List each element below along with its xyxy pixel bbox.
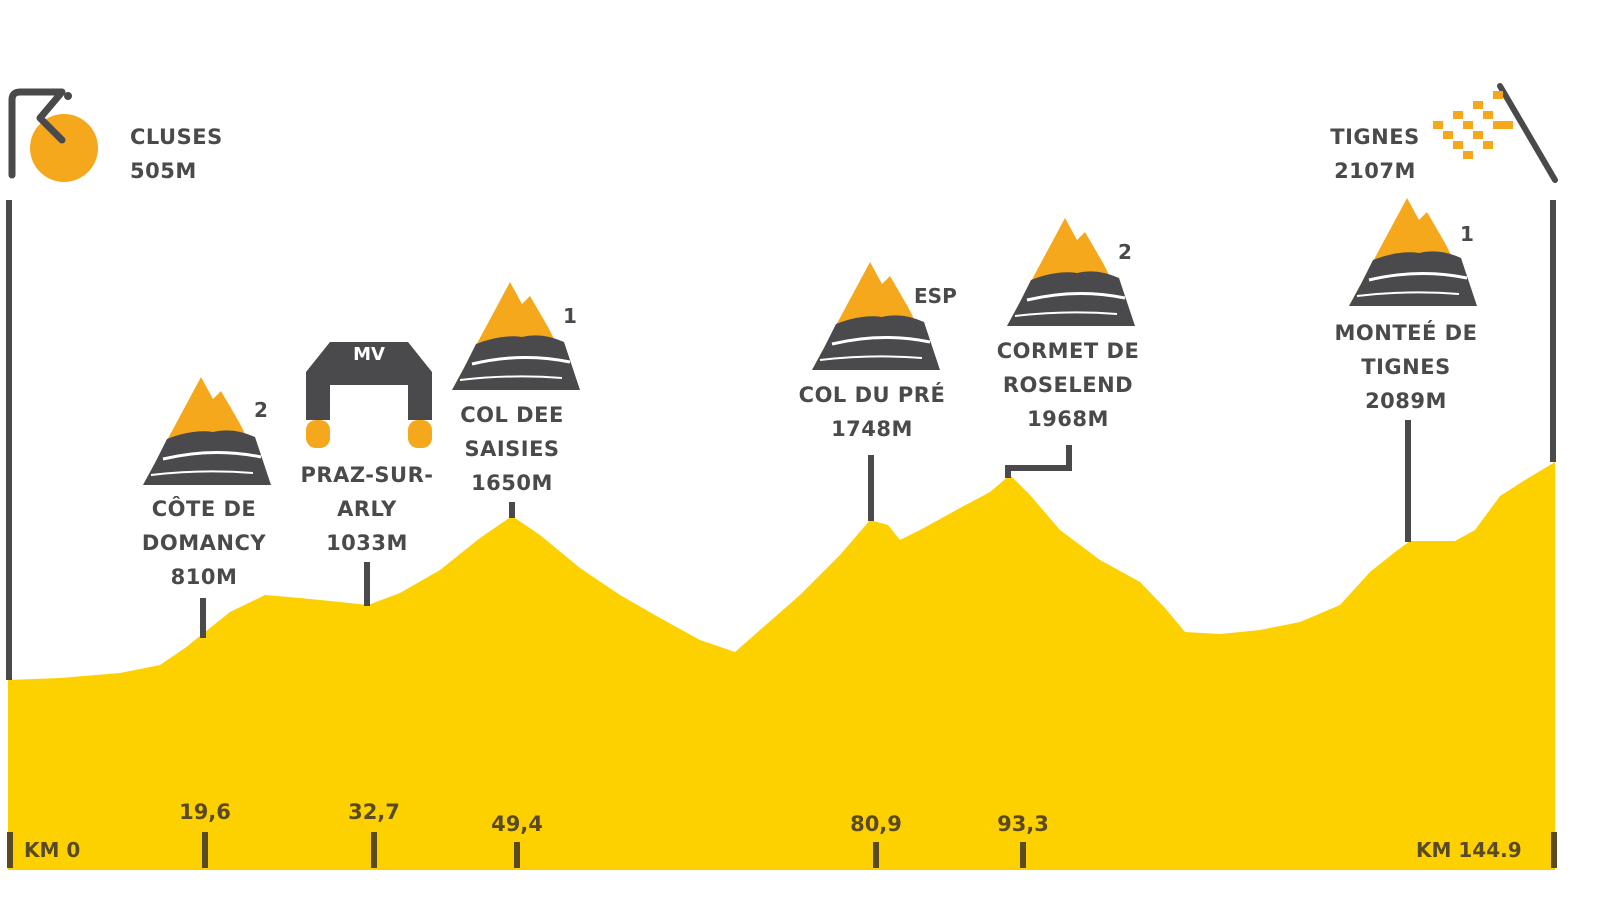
- climb-cat2-icon: [141, 375, 273, 487]
- climb-esp-icon: [810, 260, 942, 372]
- pin-saisies: [509, 502, 515, 518]
- start-cyclist-sun-icon: [8, 88, 98, 182]
- climb-name: MONTEÉ DE: [1334, 321, 1478, 345]
- climb-altitude: 1033M: [326, 531, 408, 555]
- climb-label-roselend: CORMET DE ROSELEND 1968M: [997, 334, 1140, 436]
- climb-altitude: 1968M: [1027, 407, 1109, 431]
- pin-praz: [364, 562, 370, 606]
- climb-name: COL DU PRÉ: [798, 383, 946, 407]
- climb-altitude: 810M: [170, 565, 238, 589]
- elevation-area: [8, 462, 1555, 870]
- tick-80-9: [873, 842, 879, 868]
- pin-domancy: [200, 598, 206, 638]
- climb-cat1-icon: [1347, 196, 1479, 308]
- climb-label-col-du-pre: COL DU PRÉ 1748M: [799, 378, 946, 446]
- category-badge: 1: [563, 304, 577, 328]
- climb-name: ROSELEND: [1002, 373, 1134, 397]
- start-location-label: CLUSES 505M: [130, 120, 223, 188]
- category-badge: 1: [1460, 222, 1474, 246]
- km-label: 19,6: [179, 800, 231, 824]
- climb-name: SAISIES: [464, 437, 560, 461]
- climb-name: DOMANCY: [141, 531, 267, 555]
- km-label: 80,9: [850, 812, 902, 836]
- axis-end-label: KM 144.9: [1416, 838, 1522, 862]
- km-label: 49,4: [491, 812, 543, 836]
- finish-location-label: TIGNES 2107M: [1330, 120, 1419, 188]
- km-label: 93,3: [997, 812, 1049, 836]
- finish-name: TIGNES: [1330, 125, 1420, 149]
- climb-cat1-icon: [450, 280, 582, 392]
- climb-altitude: 1650M: [471, 471, 553, 495]
- start-altitude: 505M: [130, 159, 197, 183]
- start-name: CLUSES: [130, 125, 223, 149]
- climb-label-saisies: COL DEE SAISIES 1650M: [460, 398, 564, 500]
- climb-name: ARLY: [337, 497, 397, 521]
- tick-19-6: [202, 832, 208, 868]
- tick-32-7: [371, 832, 377, 868]
- pin-col-du-pre: [868, 455, 874, 521]
- sprint-arch-icon: [306, 342, 432, 448]
- category-badge: ESP: [914, 284, 957, 308]
- axis-start-label: KM 0: [24, 838, 81, 862]
- climb-altitude: 1748M: [831, 417, 913, 441]
- tick-km0: [7, 832, 13, 868]
- category-badge: 2: [1118, 240, 1132, 264]
- checkered-flag-icon: [1433, 83, 1558, 183]
- climb-name: COL DEE: [460, 403, 564, 427]
- start-pole: [6, 200, 12, 680]
- climb-cat2-icon: [1005, 216, 1137, 328]
- tick-49-4: [514, 842, 520, 868]
- finish-pole: [1550, 200, 1556, 462]
- climb-label-montee-tignes: MONTEÉ DE TIGNES 2089M: [1335, 316, 1478, 418]
- climb-label-praz: PRAZ-SUR- ARLY 1033M: [301, 458, 434, 560]
- tick-km-end: [1551, 832, 1557, 868]
- pin-tignes-climb: [1405, 420, 1411, 542]
- climb-name: PRAZ-SUR-: [300, 463, 434, 487]
- category-badge: 2: [254, 398, 268, 422]
- climb-name: CORMET DE: [996, 339, 1140, 363]
- sprint-badge: MV: [353, 344, 385, 365]
- finish-altitude: 2107M: [1334, 159, 1416, 183]
- pin-roselend: [1005, 445, 1072, 478]
- climb-label-domancy: CÔTE DE DOMANCY 810M: [142, 492, 266, 594]
- climb-name: TIGNES: [1361, 355, 1451, 379]
- tick-93-3: [1020, 842, 1026, 868]
- km-label: 32,7: [348, 800, 400, 824]
- climb-name: CÔTE DE: [151, 497, 257, 521]
- climb-altitude: 2089M: [1365, 389, 1447, 413]
